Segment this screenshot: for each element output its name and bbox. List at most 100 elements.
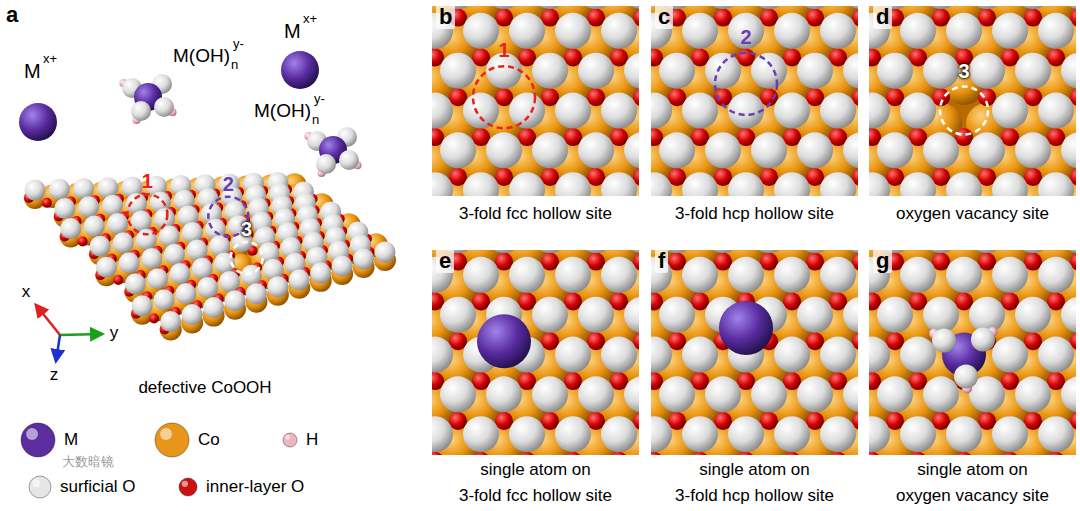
oxygen-atom	[164, 244, 185, 265]
swatch-highlight	[285, 435, 290, 440]
oxygen-atom	[141, 248, 162, 269]
inner-oxygen-atom	[691, 128, 709, 146]
inner-oxygen-atom	[806, 332, 824, 350]
oxygen-atom	[532, 250, 568, 253]
oxygen-atom	[651, 172, 672, 196]
inner-oxygen-atom	[587, 9, 605, 27]
inner-oxygen-atom	[932, 253, 950, 271]
inner-oxygen-atom	[495, 168, 513, 186]
oxygen-atom	[509, 416, 545, 452]
oxygen-atom	[971, 328, 995, 352]
axis-arrow	[60, 334, 102, 335]
oxygen-atom	[728, 13, 764, 49]
inner-oxygen-atom	[886, 332, 904, 350]
oxygen-atom	[774, 13, 810, 49]
oxygen-atom	[900, 172, 936, 196]
site-marker	[940, 87, 988, 135]
inner-oxygen-atom	[783, 372, 801, 390]
oxygen-atom	[197, 277, 218, 298]
oxygen-atom	[113, 232, 134, 253]
oxygen-atom	[219, 271, 240, 292]
inner-oxygen-atom	[737, 372, 755, 390]
oxygen-atom	[175, 283, 196, 304]
panel-caption: 3-fold fcc hollow site	[459, 486, 612, 506]
oxygen-atom	[509, 13, 545, 49]
surface-panel	[432, 6, 639, 196]
panel-letter: c	[655, 4, 673, 29]
oxygen-atom	[154, 97, 174, 117]
inner-oxygen-atom	[432, 452, 444, 455]
legend-swatch	[29, 476, 51, 498]
inner-oxygen-atom	[806, 412, 824, 430]
oxygen-atom	[682, 172, 718, 196]
inner-oxygen-atom	[149, 314, 159, 324]
oxygen-atom	[532, 376, 568, 412]
inner-oxygen-atom	[829, 292, 847, 310]
panel-letter: d	[873, 4, 892, 29]
oxygen-atom	[578, 376, 614, 412]
ion-charge: x+	[303, 12, 317, 27]
inner-oxygen-atom	[610, 292, 628, 310]
inner-oxygen-atom	[1047, 48, 1065, 66]
oxygen-atom	[1038, 93, 1074, 129]
inner-oxygen-atom	[541, 332, 559, 350]
oxygen-atom	[774, 93, 810, 129]
oxygen-atom	[1015, 132, 1051, 168]
oxygen-atom	[705, 53, 741, 89]
oxygen-atom	[463, 13, 499, 49]
oxygen-atom	[486, 132, 522, 168]
oxygen-atom	[440, 376, 476, 412]
inner-oxygen-atom	[587, 88, 605, 106]
oxygen-atom	[992, 416, 1028, 452]
inner-oxygen-atom	[541, 412, 559, 430]
oxygen-atom	[310, 262, 331, 283]
oxygen-atom	[728, 257, 764, 293]
oxygen-atom	[432, 416, 453, 452]
legend-text: H	[306, 430, 318, 450]
oxygen-atom	[728, 93, 764, 129]
inner-oxygen-atom	[909, 48, 927, 66]
inner-oxygen-atom	[829, 372, 847, 390]
oxygen-atom	[267, 276, 288, 297]
oxygen-atom	[877, 376, 913, 412]
inner-oxygen-atom	[691, 48, 709, 66]
inner-oxygen-atom	[955, 128, 973, 146]
oxygen-atom	[797, 6, 833, 9]
inner-oxygen-atom	[932, 168, 950, 186]
oxygen-atom	[751, 250, 787, 253]
swatch-highlight	[160, 428, 172, 440]
oxygen-atom	[463, 172, 499, 196]
metal-atom	[719, 301, 773, 355]
panel-letter: f	[655, 248, 668, 273]
oxygen-atom	[820, 416, 856, 452]
oxygen-atom	[820, 337, 856, 373]
inner-oxygen-atom	[909, 292, 927, 310]
oxygen-atom	[432, 93, 453, 129]
oxygen-atom	[509, 93, 545, 129]
inner-oxygen-atom	[472, 452, 490, 455]
inner-oxygen-atom	[737, 452, 755, 455]
oxygen-atom	[624, 132, 639, 168]
inner-oxygen-atom	[1047, 452, 1065, 455]
oxygen-atom	[203, 297, 224, 318]
oxygen-atom	[946, 13, 982, 49]
oxygen-atom	[1015, 53, 1051, 89]
oxygen-atom	[353, 248, 374, 269]
panel-caption: 3-fold fcc hollow site	[459, 204, 612, 224]
oxygen-atom	[728, 416, 764, 452]
legend-swatch	[283, 433, 297, 447]
oxygen-atom	[555, 172, 591, 196]
oxygen-atom	[659, 376, 695, 412]
inner-oxygen-atom	[1047, 372, 1065, 390]
inner-oxygen-atom	[714, 412, 732, 430]
oxygen-atom	[147, 268, 168, 289]
ion-label: M	[284, 20, 301, 43]
oxygen-atom	[682, 93, 718, 129]
oxygen-atom	[1061, 132, 1076, 168]
oxygen-atom	[102, 195, 123, 216]
inner-oxygen-atom	[909, 452, 927, 455]
inner-oxygen-atom	[909, 372, 927, 390]
oxygen-atom	[624, 297, 639, 333]
oxygen-atom	[1061, 250, 1076, 253]
